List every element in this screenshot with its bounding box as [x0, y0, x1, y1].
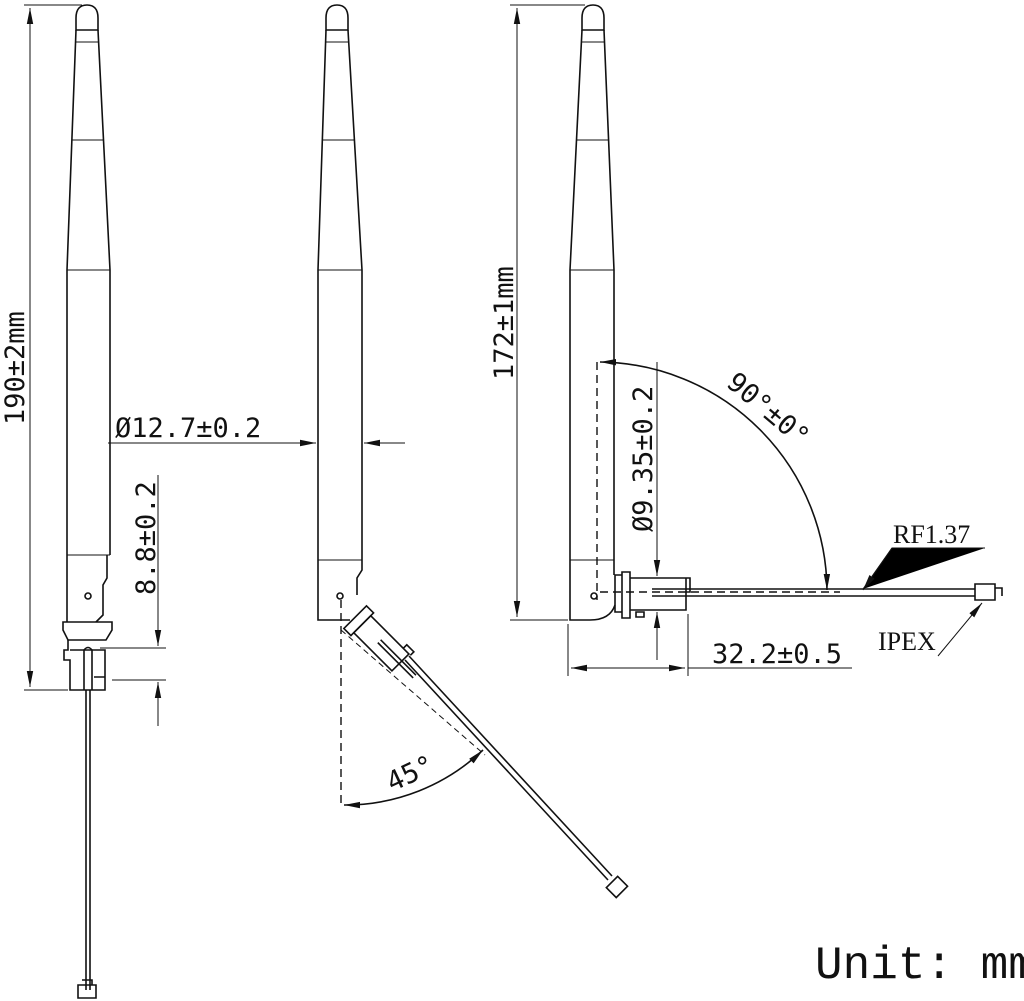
dimension-diameter: Ø12.7±0.2	[108, 413, 405, 447]
dimension-overall-length: 190±2mm	[0, 4, 82, 691]
dimension-bent-length: 172±1mm	[489, 4, 585, 621]
antenna-straight	[62, 4, 113, 999]
cable-label: RF1.37	[893, 520, 970, 549]
bent-length-label: 172±1mm	[489, 266, 520, 380]
connector-diameter-label: Ø9.35±0.2	[628, 386, 659, 532]
connector-label: IPEX	[878, 627, 936, 656]
tilt-angle-label: 45°	[382, 750, 439, 799]
callout-cable: RF1.37	[862, 520, 985, 591]
offset-label: 32.2±0.5	[712, 639, 842, 670]
dimension-base-height: 8.8±0.2	[100, 475, 166, 726]
dimension-offset: 32.2±0.5	[567, 614, 852, 676]
rotation-angle-label: 90°±0°	[721, 367, 816, 453]
overall-length-label: 190±2mm	[0, 311, 31, 425]
antenna-tilted-45: 45°	[317, 4, 629, 899]
diameter-label: Ø12.7±0.2	[115, 413, 261, 444]
base-height-label: 8.8±0.2	[131, 481, 162, 595]
unit-label: Unit: mm	[815, 940, 1024, 992]
callout-connector: IPEX	[878, 602, 983, 657]
